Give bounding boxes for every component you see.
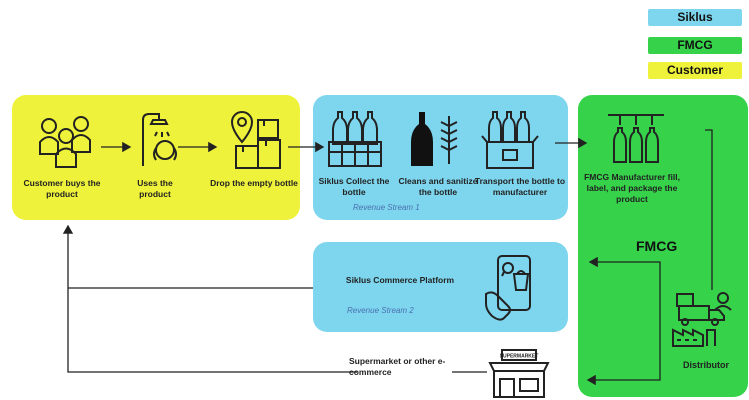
fmcg-panel	[578, 95, 748, 397]
bottle-brush-icon	[411, 112, 458, 166]
legend-customer: Customer	[648, 62, 742, 79]
siklus-step-label-transport: Transport the bottle to manufacturer	[474, 176, 566, 197]
bottle-filling-icon	[608, 114, 664, 163]
customer-step-label-use: Uses the product	[137, 178, 173, 199]
fmcg-title: FMCG	[636, 238, 678, 254]
fmcg-manufacturer-label: FMCG Manufacturer fill, label, and packa…	[584, 172, 680, 204]
revenue-stream-2: Revenue Stream 2	[347, 306, 414, 315]
store-icon: SUPERMARKET	[488, 349, 550, 398]
store-sign-text: SUPERMARKET	[500, 354, 539, 360]
phone-shopping-icon	[485, 255, 531, 321]
commerce-label: Siklus Commerce Platform	[345, 275, 455, 285]
bottle-box-icon	[481, 111, 539, 169]
location-boxes-icon	[230, 110, 281, 169]
customer-panel	[12, 95, 300, 220]
legend-siklus: Siklus	[648, 9, 742, 26]
truck-factory-icon	[672, 292, 732, 347]
line-fmcg-to-distributor	[705, 129, 713, 290]
distributor-label: Distributor	[683, 360, 729, 370]
arrow-supermarket-to-customer	[62, 224, 357, 373]
customer-step-label-buy: Customer buys the product	[23, 178, 101, 199]
arrow-distributor-to-supermarket	[586, 318, 661, 386]
customer-step-label-drop: Drop the empty bottle	[210, 178, 298, 188]
supermarket-label: Supermarket or other e-commerce	[349, 356, 446, 377]
siklus-step-label-collect: Siklus Collect the bottle	[318, 176, 390, 197]
shower-icon	[142, 113, 177, 166]
bottle-crate-icon	[328, 111, 382, 167]
people-icon	[39, 116, 91, 168]
arrow-distributor-to-commerce	[588, 256, 661, 318]
revenue-stream-1: Revenue Stream 1	[353, 203, 420, 212]
siklus-step-label-clean: Cleans and sanitize the bottle	[398, 176, 478, 197]
legend-fmcg: FMCG	[648, 37, 742, 54]
